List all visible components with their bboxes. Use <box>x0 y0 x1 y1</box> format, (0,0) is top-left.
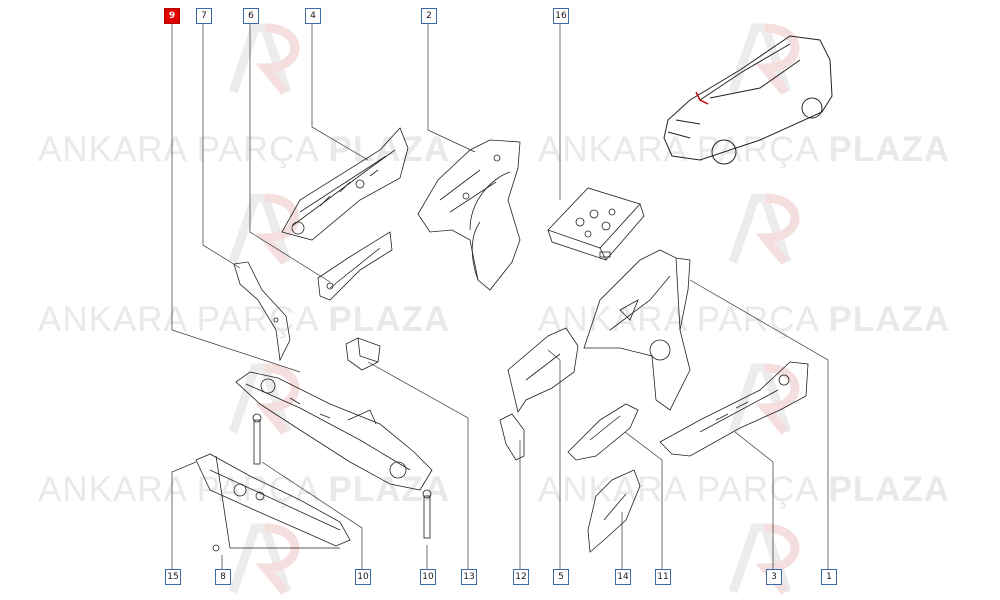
callout-3[interactable]: 3 <box>766 569 782 585</box>
callout-10[interactable]: 10 <box>420 569 436 585</box>
leader-lines <box>171 24 829 576</box>
callout-11[interactable]: 11 <box>655 569 671 585</box>
callout-8[interactable]: 8 <box>215 569 231 585</box>
callout-5[interactable]: 5 <box>553 569 569 585</box>
part-1-side-panel <box>583 249 691 411</box>
callout-4[interactable]: 4 <box>305 8 321 24</box>
callout-2[interactable]: 2 <box>421 8 437 24</box>
part-2-wheel-arch <box>417 139 521 291</box>
part-9-crossmember <box>235 371 433 491</box>
callout-15[interactable]: 15 <box>165 569 181 585</box>
callout-13[interactable]: 13 <box>461 569 477 585</box>
callout-6[interactable]: 6 <box>243 8 259 24</box>
callout-14[interactable]: 14 <box>615 569 631 585</box>
part-8-bolt <box>252 413 262 465</box>
part-10-bolt <box>422 489 432 539</box>
callout-10[interactable]: 10 <box>355 569 371 585</box>
part-13-block <box>345 337 381 371</box>
part-4-rail <box>281 127 409 241</box>
part-14-plate <box>587 469 641 553</box>
part-6-bracket <box>317 231 393 301</box>
car-illustration <box>663 35 833 165</box>
part-12-clip <box>499 413 525 461</box>
part-16-clip-box <box>547 187 645 261</box>
part-3-rail <box>659 361 809 457</box>
callout-7[interactable]: 7 <box>196 8 212 24</box>
part-5-mount <box>507 327 579 413</box>
callout-12[interactable]: 12 <box>513 569 529 585</box>
callout-9[interactable]: 9 <box>164 8 180 24</box>
part-7-bracket <box>233 261 291 362</box>
part-11-plate <box>567 403 639 461</box>
part-15-frame <box>195 453 351 552</box>
callout-1[interactable]: 1 <box>821 569 837 585</box>
callout-16[interactable]: 16 <box>553 8 569 24</box>
